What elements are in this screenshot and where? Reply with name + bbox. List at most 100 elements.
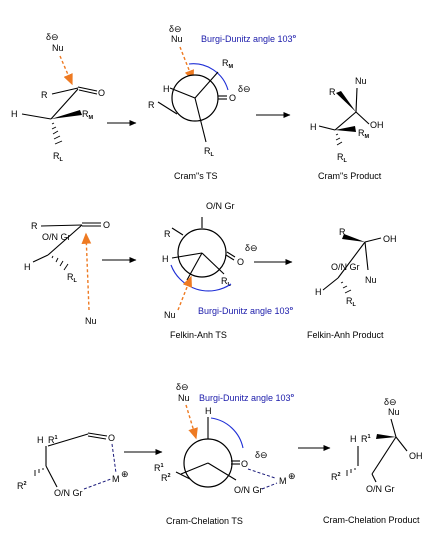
front-bond-rl [194,97,207,143]
h-label: H [310,122,317,132]
hashed-bond-rl [340,281,352,294]
r2-label: R2 [17,481,27,491]
chelation-bond-on-m [83,478,112,490]
delta-charge-label: δ⊖ [46,32,59,42]
on-gr-label: O/N Gr [42,232,71,242]
nucleophile-attack-arrow [179,46,194,82]
r-label: R [31,221,38,231]
r1-label: R1 [48,435,58,445]
r2-label: R2 [331,472,341,482]
bond-alpha-on [45,465,58,488]
rear-bond-r [171,227,184,236]
nucleophile-label: Nu [178,393,190,403]
wedge-bond-r1 [376,434,396,439]
carbonyl-bond-b [78,89,98,95]
bond-cc [371,436,397,475]
rm-label: RM [82,109,94,121]
nucleophile-label: Nu [388,407,400,417]
nucleophile-label: Nu [365,275,377,285]
bond-h [318,125,336,131]
nucleophile-label: Nu [85,316,97,326]
rear-bond-r [157,101,178,115]
nucleophile-attack-arrow [81,232,92,311]
r1-label: R1 [154,463,164,473]
chelation-bond-o-m [247,468,276,479]
bond-h [322,277,339,291]
r-label: R [148,100,155,110]
bond-nu [355,87,358,113]
bond-alpha-h [32,254,49,263]
metal-charge: ⊕ [288,471,296,481]
front-bond-h [169,87,196,99]
felkin-substrate: R O O/N Gr H RL Nu [24,220,110,326]
front-bond-rm [194,71,219,99]
bond-nu [364,241,369,271]
bond-carbonyl-alpha [47,224,83,256]
wedge-bond-rm [335,126,356,132]
metal-label: M [112,474,120,484]
front-bond-rl [201,252,225,275]
carbonyl-bond-b [87,435,107,440]
nucleophile-attack-arrow [177,275,192,311]
delta-charge-label: δ⊖ [169,24,182,34]
felkin-product: R OH Nu O/N Gr H RL Felkin-Anh Product [307,227,397,340]
nucleophile-label: Nu [164,310,176,320]
oh-label: OH [383,234,397,244]
cram-ts-caption: Cram"s TS [174,171,218,181]
burgi-dunitz-annotation: Burgi-Dunitz angle 103o [199,393,295,403]
front-bond-nu-axis [186,252,203,281]
r1-label: R1 [361,434,371,444]
front-bond-on [207,462,237,481]
bond-r-carbonyl [51,87,79,95]
rl-label: RL [346,296,357,308]
chelation-product: δ⊖ Nu OH R1 H R2 O/N Gr Cram-Chelation P… [323,397,423,525]
rl-label: RL [53,151,64,163]
h-label: H [24,262,31,272]
felkin-newman-projection: O/N Gr H RL R O δ⊖ Nu Burgi-Dunitz angle… [162,201,294,340]
wedge-bond-r [336,91,356,112]
delta-charge-label: δ⊖ [238,84,251,94]
chelation-newman-projection: δ⊖ Nu Burgi-Dunitz angle 103o H R1 R2 O … [154,382,296,526]
carbonyl-bond-a [77,86,98,92]
bond-oh [395,436,408,452]
hashed-bond-r2 [346,468,356,476]
metal-charge: ⊕ [121,469,129,479]
delta-charge-label: δ⊖ [255,450,268,460]
r-label: R [339,227,346,237]
hashed-bond-rl [335,133,343,146]
r-label: R [164,229,171,239]
felkin-product-caption: Felkin-Anh Product [307,330,384,340]
chelation-bond-on-m [261,482,278,490]
felkin-ts-caption: Felkin-Anh TS [170,330,227,340]
bond-carbonyl-alpha [50,88,79,120]
carbonyl-bond-a [87,432,108,437]
oh-label: OH [370,120,384,130]
rm-label: RM [358,128,370,140]
wedge-bond-rm [51,110,82,119]
burgi-dunitz-annotation: Burgi-Dunitz angle 103o [201,34,297,44]
h-label: H [37,435,44,445]
oxygen-label: O [229,93,236,103]
cram-product: Nu R OH H RM RL Cram"s Product [310,76,384,181]
attack-angle-arc [188,63,229,91]
on-gr-label: O/N Gr [234,485,263,495]
bond-alpha-carbonyl [47,433,89,447]
rl-label: RL [67,272,78,284]
rl-label: RL [204,146,215,158]
r-label: R [329,87,336,97]
on-gr-label: O/N Gr [366,484,395,494]
oh-label: OH [409,451,423,461]
rear-bond-r1 [175,471,191,480]
cram-newman-projection: δ⊖ Nu Burgi-Dunitz angle 103o O δ⊖ H R R… [148,24,297,181]
nucleophile-label: Nu [355,76,367,86]
on-gr-label: O/N Gr [54,488,83,498]
h-label: H [350,434,357,444]
front-bond-h [171,252,203,259]
chelation-ts-caption: Cram-Chelation TS [166,516,243,526]
cram-product-caption: Cram"s Product [318,171,382,181]
on-gr-label: O/N Gr [206,201,235,211]
nucleophile-attack-arrow [59,55,73,86]
oxygen-label: O [237,257,244,267]
hashed-bond-r2 [34,468,44,476]
